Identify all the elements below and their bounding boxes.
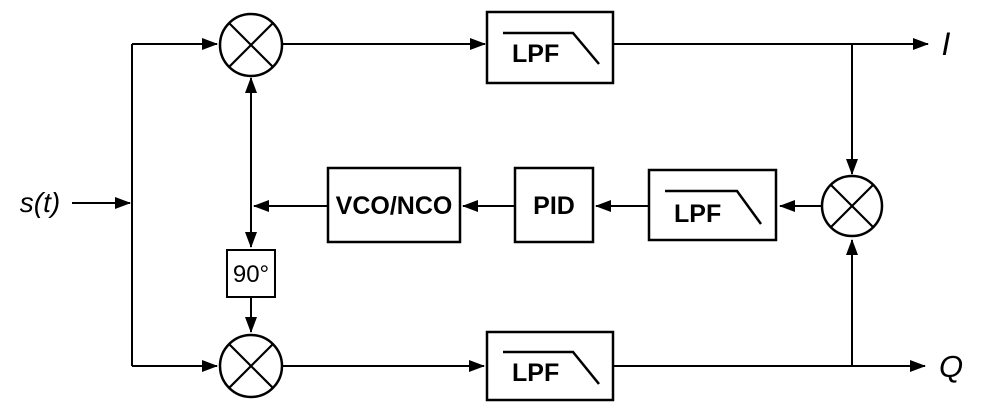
- phase-shift-label: 90°: [233, 261, 269, 288]
- mixer-feedback: [820, 174, 884, 238]
- pid-label: PID: [533, 192, 575, 220]
- multiply-cross-icon: [830, 184, 874, 228]
- multiply-cross-icon: [228, 22, 274, 68]
- lpf-feedback-label: LPF: [674, 200, 721, 228]
- lpf-top-label: LPF: [512, 40, 559, 68]
- mixer-bottom: [218, 333, 284, 399]
- output-i-label: I: [942, 26, 951, 62]
- multiply-cross-icon: [228, 343, 274, 389]
- lowpass-response-icon: [503, 31, 600, 65]
- lowpass-response-icon: [503, 350, 600, 385]
- output-q-label: Q: [939, 349, 963, 384]
- lpf-bottom-label: LPF: [512, 359, 559, 387]
- lpf-top-block: LPF: [485, 10, 615, 85]
- phase-shift-block: 90°: [226, 249, 276, 298]
- pid-block: PID: [513, 166, 595, 244]
- lpf-feedback-block: LPF: [647, 168, 778, 242]
- vco-nco-label: VCO/NCO: [336, 192, 453, 220]
- lowpass-response-icon: [665, 189, 763, 225]
- mixer-top: [218, 12, 284, 78]
- input-signal-label: s(t): [20, 187, 60, 218]
- vco-nco-block: VCO/NCO: [326, 166, 462, 244]
- lpf-bottom-block: LPF: [485, 330, 615, 402]
